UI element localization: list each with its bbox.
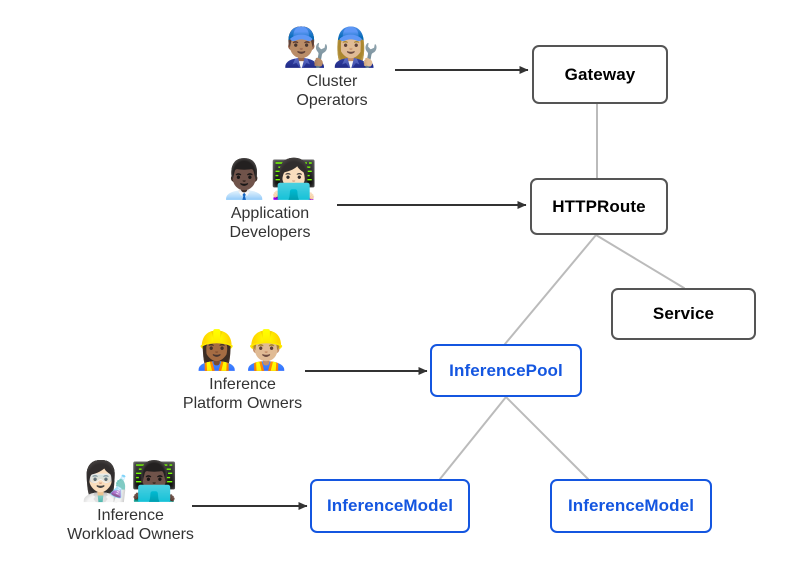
- node-gateway[interactable]: Gateway: [532, 45, 668, 104]
- persona-inference-platform-owners: 👷🏾‍♀️👷🏼‍♂️ Inference Platform Owners: [165, 331, 320, 413]
- edge-httproute-to-inferencepool: [504, 234, 597, 345]
- node-label: InferencePool: [449, 360, 563, 380]
- edge-inferencepool-to-inferencemodel-right: [505, 396, 589, 480]
- persona-application-developers: 👨🏿‍💼👩🏻‍💻 Application Developers: [210, 160, 330, 242]
- hierarchy-edges: [439, 103, 685, 480]
- node-inferencepool[interactable]: InferencePool: [430, 344, 582, 397]
- edge-httproute-to-service: [595, 234, 685, 289]
- persona-arrows: [192, 66, 529, 510]
- persona-avatars-icon: 👨🏿‍💼👩🏻‍💻: [220, 157, 320, 201]
- node-label: HTTPRoute: [552, 196, 646, 216]
- node-inferencemodel-right[interactable]: InferenceModel: [550, 479, 712, 533]
- persona-label: Inference Platform Owners: [182, 376, 303, 413]
- node-label: InferenceModel: [567, 496, 695, 515]
- node-label: Service: [652, 304, 715, 323]
- persona-avatars-icon: 👨🏽‍🔧👩🏼‍🔧: [282, 25, 382, 69]
- node-httproute[interactable]: HTTPRoute: [530, 178, 668, 235]
- node-inferencemodel-left[interactable]: InferenceModel: [310, 479, 470, 533]
- persona-cluster-operators: 👨🏽‍🔧👩🏼‍🔧 Cluster Operators: [272, 28, 392, 110]
- persona-inference-workload-owners: 👩🏻‍🔬👨🏿‍💻 Inference Workload Owners: [48, 462, 213, 544]
- node-service[interactable]: Service: [611, 288, 756, 340]
- persona-label: Cluster Operators: [296, 73, 368, 110]
- persona-avatars-icon: 👷🏾‍♀️👷🏼‍♂️: [193, 328, 292, 372]
- persona-avatars-icon: 👩🏻‍🔬👨🏿‍💻: [81, 459, 180, 503]
- persona-label: Inference Workload Owners: [67, 507, 194, 544]
- node-label: Gateway: [564, 64, 636, 84]
- edge-inferencepool-to-inferencemodel-left: [439, 396, 507, 480]
- persona-label: Application Developers: [229, 205, 311, 242]
- node-label: InferenceModel: [326, 496, 454, 515]
